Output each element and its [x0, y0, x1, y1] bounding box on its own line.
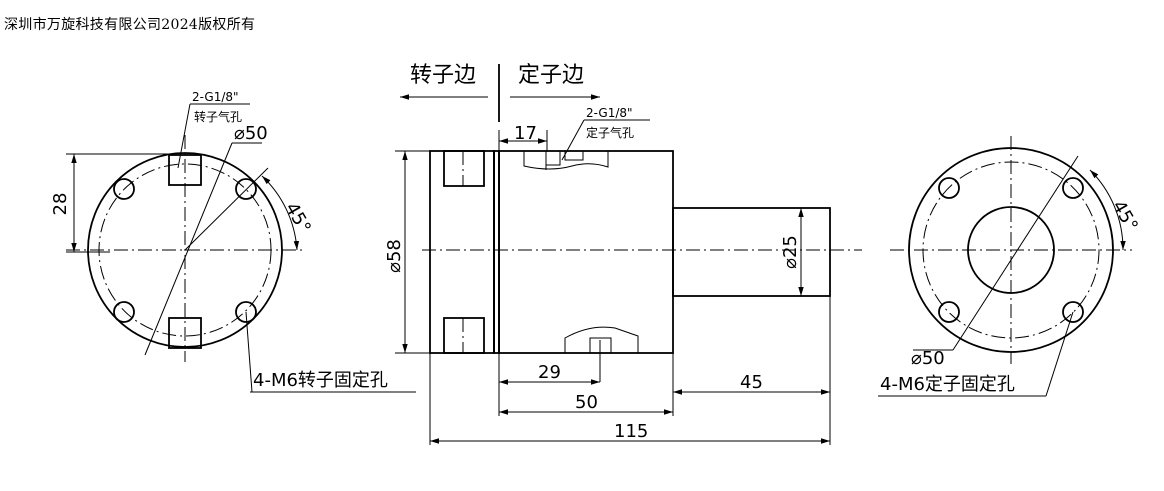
copyright-text: 深圳市万旋科技有限公司2024版权所有: [4, 17, 256, 33]
stator-mount-hole: [938, 177, 960, 199]
stator-port-thread: 2-G1/8": [586, 106, 633, 120]
dim-17: 17: [514, 123, 537, 144]
stator-port-top: [523, 150, 609, 170]
rotor-port-thread: 2-G1/8": [192, 90, 239, 104]
stator-end-view: ⌀50 45° 4-M6定子固定孔: [878, 136, 1142, 397]
dim-29: 29: [538, 362, 561, 383]
rotor-height-dim: 28: [50, 193, 71, 216]
rotor-mount-hole: [113, 178, 135, 200]
rotor-mount-hole: [235, 301, 257, 323]
stator-mount-hole: [1062, 301, 1084, 323]
rotor-angle: 45°: [281, 199, 315, 237]
stator-mount-hole: [1062, 177, 1084, 199]
dim-115: 115: [614, 421, 648, 442]
rotor-mount-hole: [235, 178, 257, 200]
stator-port-note: 定子气孔: [586, 125, 634, 140]
rotor-port-top: [168, 154, 202, 186]
stator-port-bottom: [564, 326, 639, 354]
rotor-side-label: 转子边: [410, 63, 476, 88]
stator-body: [498, 150, 674, 354]
stator-hole-label: 4-M6定子固定孔: [880, 374, 1015, 395]
rotor-port-bottom: [168, 317, 202, 349]
stator-shaft: [672, 207, 831, 297]
stator-side-label: 定子边: [518, 63, 584, 88]
side-view: 17 2-G1/8" 定子气孔 ⌀58 ⌀25 29 45 50 115: [384, 106, 862, 445]
rotor-diameter: ⌀50: [234, 123, 268, 144]
dim-50: 50: [575, 392, 598, 413]
rotor-hole-label: 4-M6转子固定孔: [253, 370, 388, 391]
rotor-end-view: 28 2-G1/8" 转子气孔 ⌀50 45° 4-M6转子固定孔: [50, 90, 416, 393]
rotor-mount-hole: [113, 301, 135, 323]
stator-diameter: ⌀50: [911, 348, 945, 369]
dim-58: ⌀58: [384, 239, 405, 273]
dim-25: ⌀25: [780, 235, 801, 269]
side-labels: 转子边 定子边: [400, 63, 600, 122]
stator-mount-hole: [938, 301, 960, 323]
rotor-port-note: 转子气孔: [194, 109, 242, 124]
dim-45: 45: [740, 372, 763, 393]
